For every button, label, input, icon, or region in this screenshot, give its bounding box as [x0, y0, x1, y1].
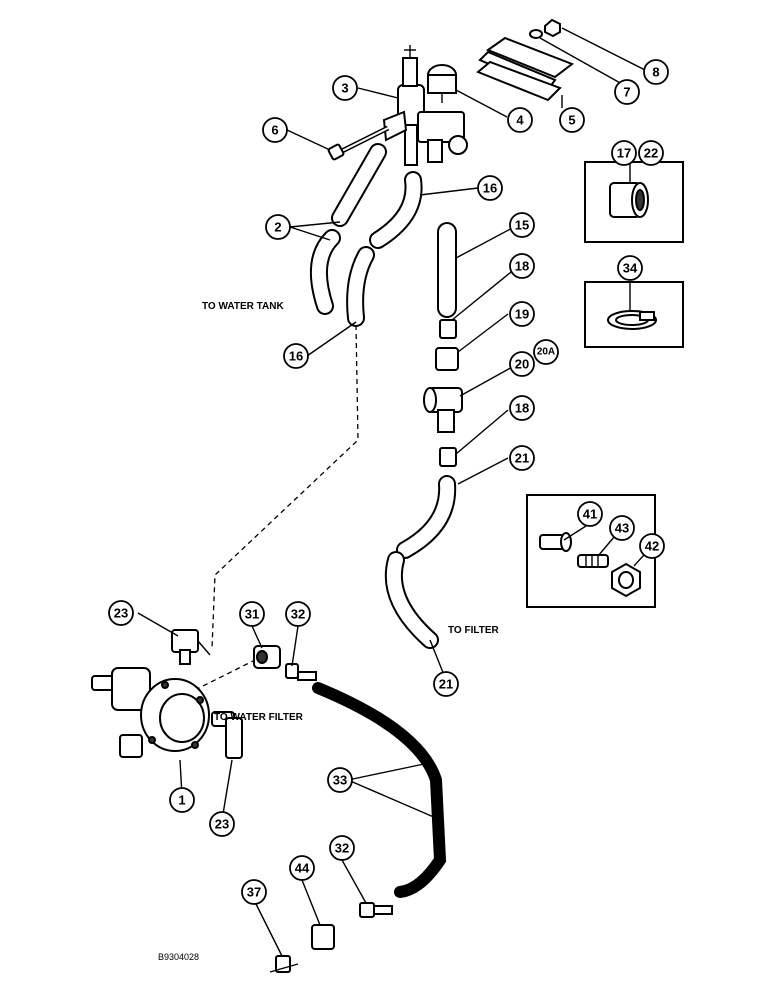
hose-21-upper [396, 475, 457, 559]
svg-text:43: 43 [615, 521, 629, 536]
svg-text:16: 16 [289, 349, 303, 364]
fitting-31 [253, 645, 281, 669]
hose-2-upper [331, 143, 387, 227]
svg-text:7: 7 [623, 85, 630, 100]
callout-4: 4 [507, 107, 533, 133]
callout-15: 15 [509, 212, 535, 238]
callout-37: 37 [241, 879, 267, 905]
svg-text:41: 41 [583, 507, 597, 522]
callout-22: 22 [638, 140, 664, 166]
svg-text:34: 34 [623, 261, 638, 276]
water-pump-part [91, 667, 210, 758]
fitting-41-part [539, 532, 572, 552]
svg-text:37: 37 [247, 885, 261, 900]
callout-23a: 23 [108, 600, 134, 626]
hose-21-lower [384, 551, 439, 649]
coupling-44 [311, 924, 335, 950]
callout-20: 20 [509, 351, 535, 377]
svg-text:21: 21 [439, 677, 453, 692]
svg-text:16: 16 [483, 181, 497, 196]
callout-8: 8 [643, 59, 669, 85]
plates-part [476, 36, 575, 102]
nut-washer-part [529, 18, 561, 39]
label-to-filter: TO FILTER [448, 625, 500, 636]
svg-text:15: 15 [515, 218, 529, 233]
callout-5: 5 [559, 107, 585, 133]
callout-23b: 23 [209, 811, 235, 837]
svg-text:3: 3 [341, 81, 348, 96]
svg-text:20A: 20A [537, 347, 555, 358]
svg-text:31: 31 [245, 607, 259, 622]
fitting-32-upper [285, 663, 317, 681]
hose-2-lower [309, 229, 341, 315]
svg-text:32: 32 [335, 841, 349, 856]
svg-text:33: 33 [333, 773, 347, 788]
fitting-43-part [577, 554, 609, 568]
svg-text:2: 2 [274, 220, 281, 235]
callout-18b: 18 [509, 395, 535, 421]
label-to-water-filter: TO WATER FILTER [214, 712, 304, 723]
callout-1: 1 [169, 787, 195, 813]
svg-text:19: 19 [515, 307, 529, 322]
fitting-32-lower [359, 902, 393, 918]
svg-text:23: 23 [114, 606, 128, 621]
fitting-23-upper [171, 629, 211, 665]
svg-text:4: 4 [516, 113, 524, 128]
nut-42-part [611, 562, 641, 598]
callout-32b: 32 [329, 835, 355, 861]
hose-16-upper [369, 171, 423, 249]
figure-id: B9304028 [158, 952, 199, 962]
svg-text:44: 44 [295, 861, 310, 876]
callout-3: 3 [332, 75, 358, 101]
svg-text:8: 8 [652, 65, 659, 80]
label-to-water-tank: TO WATER TANK [202, 301, 284, 312]
callout-20a: 20A [533, 339, 559, 365]
callout-34: 34 [617, 255, 643, 281]
bolt-part [327, 125, 390, 161]
callout-31: 31 [239, 601, 265, 627]
svg-text:32: 32 [291, 607, 305, 622]
fitting-18-upper [439, 319, 457, 339]
hose-33 [312, 682, 447, 898]
callout-42: 42 [639, 533, 665, 559]
callout-7: 7 [614, 79, 640, 105]
plug-part [609, 182, 649, 218]
callout-16b: 16 [283, 343, 309, 369]
fitting-23-lower [211, 711, 243, 759]
callout-21b: 21 [433, 671, 459, 697]
svg-text:18: 18 [515, 401, 529, 416]
coupling-19 [435, 347, 459, 371]
svg-text:18: 18 [515, 259, 529, 274]
svg-text:17: 17 [617, 146, 631, 161]
callout-41: 41 [577, 501, 603, 527]
callout-32a: 32 [285, 601, 311, 627]
svg-text:23: 23 [215, 817, 229, 832]
svg-text:5: 5 [568, 113, 575, 128]
flow-path-dashed-2 [194, 659, 256, 691]
fitting-18-lower [439, 447, 457, 467]
svg-text:1: 1 [178, 793, 185, 808]
svg-text:20: 20 [515, 357, 529, 372]
valve-37 [269, 955, 299, 973]
callout-44: 44 [289, 855, 315, 881]
flow-path-dashed [211, 324, 359, 649]
svg-text:21: 21 [515, 451, 529, 466]
svg-text:6: 6 [271, 123, 278, 138]
callout-17: 17 [611, 140, 637, 166]
callout-43: 43 [609, 515, 635, 541]
svg-text:22: 22 [644, 146, 658, 161]
elbow-20 [423, 387, 463, 433]
hose-16-lower [346, 246, 375, 327]
svg-text:42: 42 [645, 539, 659, 554]
hose-clamp-part [607, 310, 657, 330]
callout-16a: 16 [477, 175, 503, 201]
callout-2: 2 [265, 214, 291, 240]
callout-21a: 21 [509, 445, 535, 471]
callout-18a: 18 [509, 253, 535, 279]
callout-6: 6 [262, 117, 288, 143]
callout-19: 19 [509, 301, 535, 327]
callout-33: 33 [327, 767, 353, 793]
valve-assembly-part [382, 45, 468, 166]
